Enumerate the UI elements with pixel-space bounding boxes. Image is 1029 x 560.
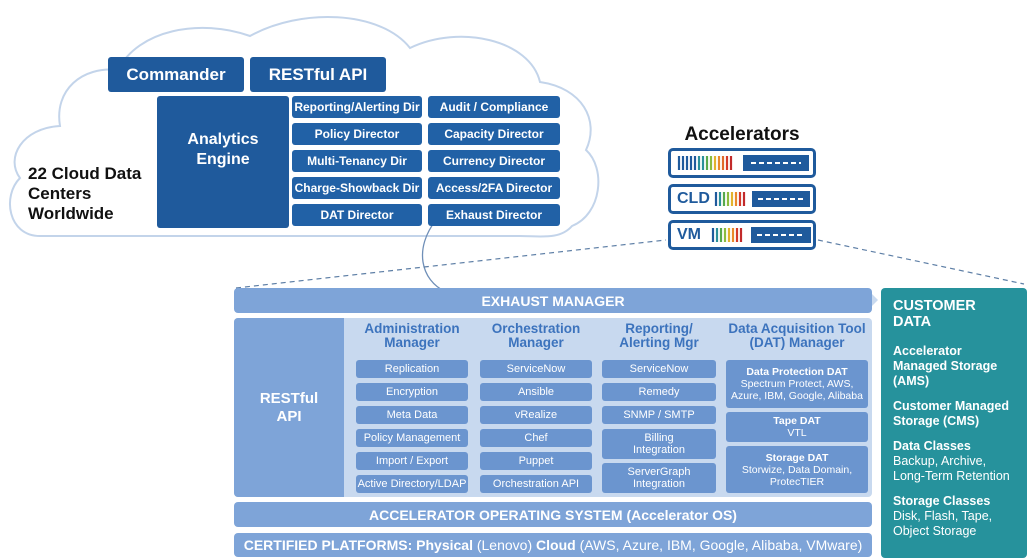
admin-item-replication: Replication <box>356 360 468 378</box>
rep-item-snmp-smtp: SNMP / SMTP <box>602 406 716 424</box>
main-restful-api-box: RESTful API <box>234 318 344 497</box>
customer-data-title: CUSTOMER DATA <box>893 298 976 330</box>
admin-manager-title: Administration Manager <box>364 321 460 350</box>
rack-vm-stripes <box>711 227 811 243</box>
rack-cld-label: CLD <box>677 190 710 207</box>
dat-tape-body: VTL <box>787 427 807 439</box>
director-capacity: Capacity Director <box>428 123 560 145</box>
customer-ams: Accelerator Managed Storage (AMS) <box>893 344 998 388</box>
director-multi-tenancy: Multi-Tenancy Dir <box>292 150 422 172</box>
dat-storage-title: Storage DAT <box>765 451 829 464</box>
dat-tape-title: Tape DAT <box>773 415 821 427</box>
admin-item-encryption: Encryption <box>356 383 468 401</box>
orch-item-puppet: Puppet <box>480 452 592 470</box>
analytics-engine-box: Analytics Engine <box>157 96 289 228</box>
cloud-restful-api-box: RESTful API <box>250 57 386 92</box>
reporting-manager-title: Reporting/ Alerting Mgr <box>619 321 699 350</box>
directors-grid: Reporting/Alerting Dir Audit / Complianc… <box>292 96 560 228</box>
exhaust-manager-bar: EXHAUST MANAGER <box>234 288 872 313</box>
director-dat: DAT Director <box>292 204 422 226</box>
admin-item-meta-data: Meta Data <box>356 406 468 424</box>
accelerator-rack-vm: VM <box>668 220 816 250</box>
certified-platforms-bar: CERTIFIED PLATFORMS: Physical (Lenovo) C… <box>234 533 872 557</box>
rack-cld-stripes <box>715 191 811 207</box>
platforms-physical-detail: (Lenovo) <box>476 537 533 553</box>
rep-item-billing: Billing Integration <box>602 429 716 459</box>
director-access-2fa: Access/2FA Director <box>428 177 560 199</box>
datacenters-label: 22 Cloud Data Centers Worldwide <box>28 164 142 223</box>
dat-item-storage: Storage DAT Storwize, Data Domain, Prote… <box>726 446 868 493</box>
dat-data-protection-body: Spectrum Protect, AWS, Azure, IBM, Googl… <box>731 378 863 402</box>
orch-item-servicenow: ServiceNow <box>480 360 592 378</box>
platforms-label: CERTIFIED PLATFORMS: <box>243 537 413 553</box>
orch-item-vrealize: vRealize <box>480 406 592 424</box>
accelerator-rack-1 <box>668 148 816 178</box>
commander-box: Commander <box>108 57 244 92</box>
director-currency: Currency Director <box>428 150 560 172</box>
analytics-engine-label: Analytics Engine <box>187 131 259 168</box>
customer-storage-classes-body: Disk, Flash, Tape, Object Storage <box>893 509 993 538</box>
rep-item-remedy: Remedy <box>602 383 716 401</box>
orch-item-chef: Chef <box>480 429 592 447</box>
barcode-icon <box>677 156 733 170</box>
accelerator-os-bar: ACCELERATOR OPERATING SYSTEM (Accelerato… <box>234 502 872 527</box>
admin-item-policy-management: Policy Management <box>356 429 468 447</box>
rack-1-stripes <box>677 155 809 171</box>
dat-item-tape: Tape DAT VTL <box>726 412 868 442</box>
admin-item-import-export: Import / Export <box>356 452 468 470</box>
director-reporting-alerting: Reporting/Alerting Dir <box>292 96 422 118</box>
dat-data-protection-title: Data Protection DAT <box>746 366 848 378</box>
orchestration-manager-title: Orchestration Manager <box>491 321 581 350</box>
rep-item-servergraph: ServerGraph Integration <box>602 463 716 493</box>
dat-item-data-protection: Data Protection DAT Spectrum Protect, AW… <box>726 360 868 408</box>
orch-item-orchestration-api: Orchestration API <box>480 475 592 493</box>
platforms-physical: Physical <box>416 537 473 553</box>
customer-data-panel: CUSTOMER DATA Accelerator Managed Storag… <box>881 288 1027 558</box>
director-exhaust: Exhaust Director <box>428 204 560 226</box>
admin-item-active-directory: Active Directory/LDAP <box>356 475 468 493</box>
director-charge-showback: Charge-Showback Dir <box>292 177 422 199</box>
accelerators-title: Accelerators <box>684 124 800 145</box>
dat-manager-title: Data Acquisition Tool (DAT) Manager <box>728 321 866 350</box>
director-audit-compliance: Audit / Compliance <box>428 96 560 118</box>
customer-storage-classes-head: Storage Classes <box>893 494 991 508</box>
orch-item-ansible: Ansible <box>480 383 592 401</box>
director-policy: Policy Director <box>292 123 422 145</box>
customer-cms: Customer Managed Storage (CMS) <box>893 399 1009 428</box>
customer-data-classes-head: Data Classes <box>893 439 971 453</box>
customer-data-classes-body: Backup, Archive, Long-Term Retention <box>893 454 1010 483</box>
rack-vm-label: VM <box>677 226 701 243</box>
platforms-cloud-detail: (AWS, Azure, IBM, Google, Alibaba, VMwar… <box>579 537 863 553</box>
platforms-cloud: Cloud <box>536 537 576 553</box>
dat-storage-body: Storwize, Data Domain, ProtecTIER <box>741 463 853 488</box>
rep-item-servicenow: ServiceNow <box>602 360 716 378</box>
accelerator-rack-cld: CLD <box>668 184 816 214</box>
